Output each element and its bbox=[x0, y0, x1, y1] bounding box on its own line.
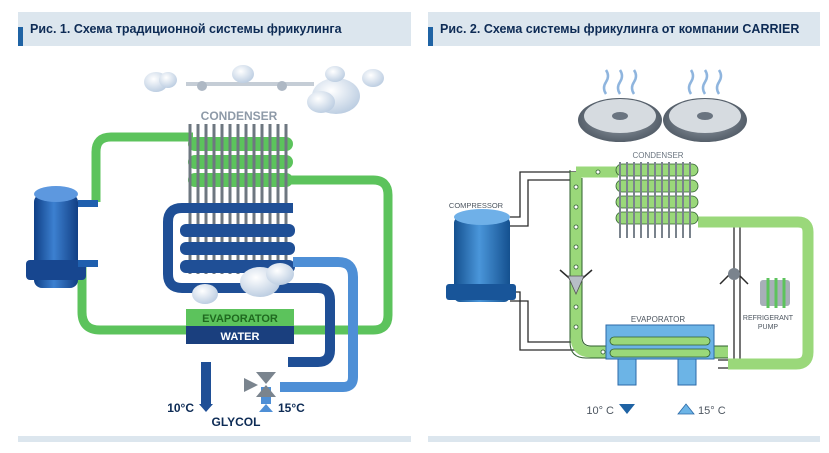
inflow-arrow-icon bbox=[259, 404, 273, 412]
figure-1-footer-bar bbox=[18, 436, 411, 442]
glycol-loop bbox=[163, 203, 335, 404]
traditional-freecooling-diagram: CONDENSER bbox=[26, 65, 393, 429]
condenser-fans bbox=[578, 69, 747, 142]
evaporator-label: EVAPORATOR bbox=[202, 313, 278, 325]
evaporator-label: EVAPORATOR bbox=[631, 315, 685, 324]
glycol-coil bbox=[180, 224, 295, 273]
figure-2-panel: Рис. 2. Схема системы фрикулинга от комп… bbox=[428, 12, 820, 442]
figure-1-header: Рис. 1. Схема традиционной системы фрику… bbox=[18, 12, 411, 46]
check-valve-icon bbox=[719, 268, 749, 285]
figure-1-panel: Рис. 1. Схема традиционной системы фрику… bbox=[18, 12, 411, 442]
figure-2-header: Рис. 2. Схема системы фрикулинга от комп… bbox=[428, 12, 820, 46]
check-valve-icon bbox=[559, 269, 593, 295]
temp-out-label: 10° C bbox=[586, 405, 614, 417]
figure-2-footer-bar bbox=[428, 436, 820, 442]
refrigerant-pump-label-line2: PUMP bbox=[758, 324, 779, 331]
outflow-arrow-icon bbox=[199, 404, 213, 412]
figure-2-title: Рис. 2. Схема системы фрикулинга от комп… bbox=[440, 22, 800, 36]
outflow-arrow-icon bbox=[619, 404, 635, 414]
refrigerant-pump-label-line1: REFRIGERANT bbox=[743, 315, 794, 322]
compressor-label: COMPRESSOR bbox=[449, 201, 504, 210]
water-label: WATER bbox=[221, 331, 260, 343]
refrigerant-loop bbox=[77, 132, 393, 335]
evaporator-block bbox=[186, 309, 294, 326]
refrigerant-bubbles bbox=[573, 169, 631, 355]
condenser-label: CONDENSER bbox=[632, 151, 683, 160]
figure-1-title: Рис. 1. Схема традиционной системы фрику… bbox=[30, 22, 342, 36]
header-accent-bar bbox=[18, 27, 23, 46]
refrigerant-pump bbox=[760, 278, 790, 308]
temp-in-label: 15° C bbox=[698, 405, 726, 417]
condenser-coil bbox=[615, 162, 699, 238]
glycol-label: GLYCOL bbox=[212, 415, 261, 429]
carrier-freecooling-diagram: CONDENSER bbox=[446, 69, 814, 417]
temp-in-label: 15°C bbox=[278, 401, 305, 415]
water-block bbox=[186, 326, 294, 344]
compressor bbox=[446, 209, 516, 302]
refrigerant-loop-outline bbox=[569, 170, 728, 359]
compressor bbox=[26, 186, 98, 288]
temp-out-label: 10°C bbox=[167, 401, 194, 415]
steam-clouds bbox=[192, 263, 294, 304]
three-way-valve-icon bbox=[244, 372, 276, 397]
inflow-arrow-icon bbox=[677, 403, 695, 415]
condenser-label: CONDENSER bbox=[201, 109, 278, 123]
condenser-fans bbox=[144, 65, 384, 114]
header-accent-bar bbox=[428, 27, 433, 46]
evaporator-block bbox=[605, 324, 715, 386]
